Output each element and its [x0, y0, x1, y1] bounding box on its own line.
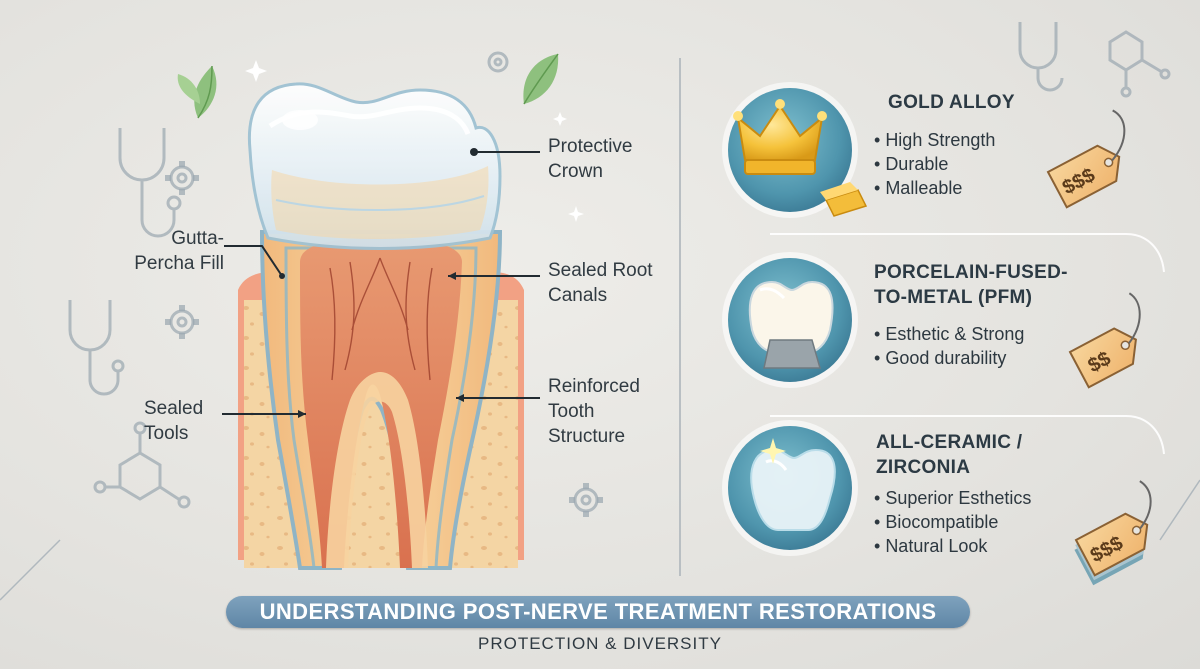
leaf-icon: [177, 65, 217, 119]
leaf-icon: [523, 53, 559, 105]
label-sealed-tools: Sealed Tools: [144, 398, 204, 444]
bullet-item: High Strength: [874, 128, 995, 152]
label-protective-crown: Protective Crown: [548, 136, 633, 182]
leader-lines: [222, 151, 540, 415]
stethoscope-icon: [1018, 22, 1064, 92]
material-bullets-all-ceramic: Superior Esthetics Biocompatible Natural…: [874, 486, 1031, 558]
pfm-circle: [722, 252, 858, 388]
stethoscope-icon: [68, 300, 120, 396]
bullet-item: Good durability: [874, 346, 1024, 370]
price-tag-icon: $$$: [1074, 480, 1152, 586]
gear-icon: [487, 51, 509, 73]
banner-title: UNDERSTANDING POST-NERVE TREATMENT RESTO…: [259, 599, 937, 624]
gold-alloy-circle: [722, 82, 868, 218]
label-gutta-percha-fill: Gutta- Percha Fill: [134, 228, 224, 274]
material-title-all-ceramic: ALL-CERAMIC / ZIRCONIA: [876, 432, 1023, 478]
bullet-item: Durable: [874, 152, 995, 176]
bullet-item: Malleable: [874, 176, 995, 200]
material-title-pfm: PORCELAIN-FUSED- TO-METAL (PFM): [874, 262, 1068, 308]
stethoscope-icon: [118, 128, 176, 238]
bullet-item: Superior Esthetics: [874, 486, 1031, 510]
tooth-diagram: [238, 82, 524, 570]
bullet-item: Esthetic & Strong: [874, 322, 1024, 346]
gear-icon: [169, 309, 195, 335]
material-title-gold-alloy: GOLD ALLOY: [888, 92, 1015, 113]
material-bullets-pfm: Esthetic & Strong Good durability: [874, 322, 1024, 370]
bullet-item: Natural Look: [874, 534, 1031, 558]
molecule-icon: [1108, 30, 1171, 98]
crown-icon: [733, 99, 868, 217]
material-bullets-gold-alloy: High Strength Durable Malleable: [874, 128, 995, 200]
banner-subtitle: PROTECTION & DIVERSITY: [478, 634, 722, 653]
title-banner: UNDERSTANDING POST-NERVE TREATMENT RESTO…: [226, 596, 970, 628]
gear-icon: [169, 165, 195, 191]
price-tag-icon: $$$: [1046, 109, 1126, 209]
price-tag-icon: $$: [1068, 292, 1141, 389]
sparkle-icon: [245, 60, 584, 222]
gear-icon: [573, 487, 599, 513]
pfm-crown-icon: [748, 280, 834, 369]
label-reinforced-tooth-structure: Reinforced Tooth Structure: [548, 376, 640, 447]
nerve-lines: [329, 257, 433, 381]
ceramic-crown-icon: [750, 438, 836, 531]
label-sealed-root-canals: Sealed Root Canals: [548, 260, 653, 306]
molecule-icon: [93, 421, 191, 509]
bullet-item: Biocompatible: [874, 510, 1031, 534]
ceramic-circle: [722, 420, 858, 556]
